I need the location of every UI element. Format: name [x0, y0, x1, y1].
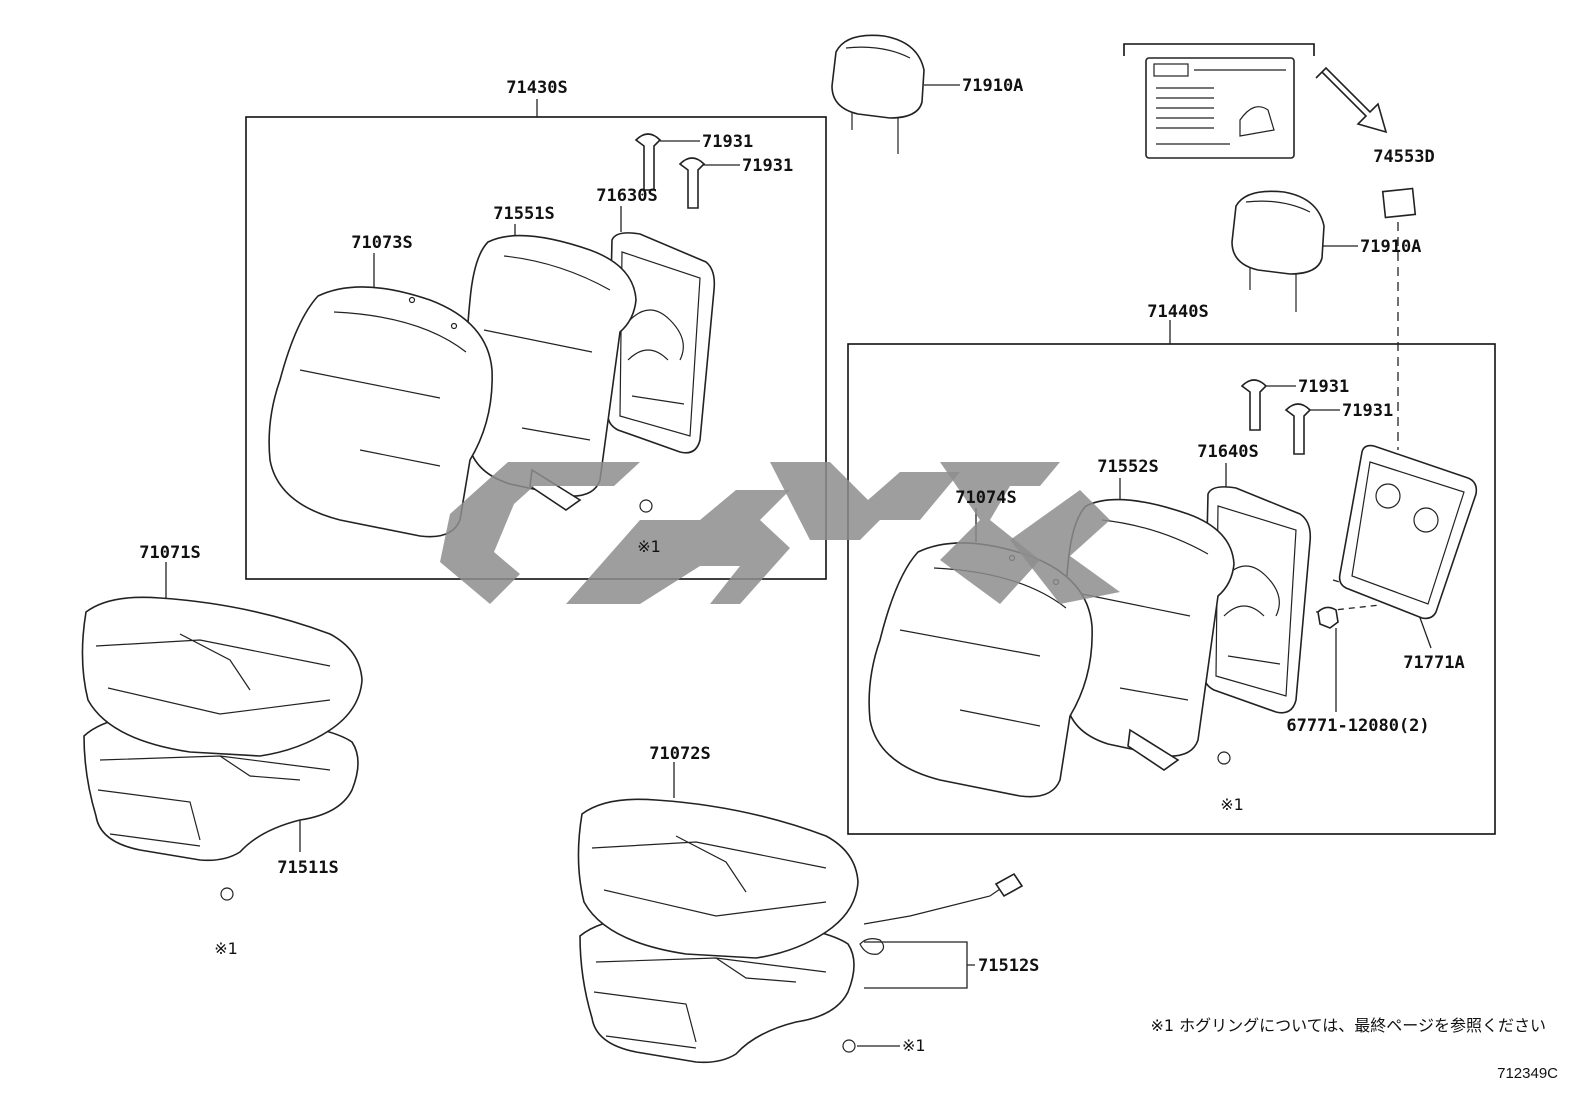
label-71931-4: 71931: [1342, 401, 1393, 421]
clip-part: [1317, 606, 1339, 629]
warning-label-part: [1145, 57, 1295, 159]
label-71640s: 71640S: [1197, 442, 1258, 462]
label-74553d: 74553D: [1373, 147, 1434, 167]
cover-front-part: [268, 286, 493, 538]
cover-rear-part: [868, 542, 1093, 798]
leader-lines: [165, 84, 1432, 1047]
label-71440s: 71440S: [1147, 302, 1208, 322]
label-sticker-part: [1381, 187, 1417, 219]
seat-heater-wire-part: [859, 872, 1024, 955]
footnote: ※1 ホグリングについては、最終ページを参照ください: [1150, 1016, 1546, 1035]
watermark-logo: [440, 462, 1120, 604]
label-71931-1: 71931: [702, 132, 753, 152]
label-71551s: 71551S: [493, 204, 554, 224]
label-71073s: 71073S: [351, 233, 412, 253]
cushion-cover-left-part: [81, 596, 363, 757]
marker-front-back: ※1: [637, 537, 661, 556]
figure-code: 712349C: [1497, 1065, 1558, 1082]
frame-front-part: [606, 232, 716, 454]
label-71910a-front: 71910A: [962, 76, 1023, 96]
back-pad-rear-part: [1062, 498, 1235, 771]
label-arrow-icon: [1315, 66, 1388, 134]
cushion-pad-left-part: [83, 713, 359, 862]
front-seatback-assembly-box: [245, 116, 827, 580]
label-71072s: 71072S: [649, 744, 710, 764]
label-71511s: 71511S: [277, 858, 338, 878]
hog-ring-icons: [220, 499, 1231, 1053]
label-71430s: 71430S: [506, 78, 567, 98]
headrest-rear-part: [1231, 190, 1325, 312]
frame-rear-part: [1202, 486, 1312, 714]
cushion-cover-right-part: [577, 798, 859, 959]
label-71771a: 71771A: [1403, 653, 1464, 673]
label-71074s: 71074S: [955, 488, 1016, 508]
label-67771-12080: 67771-12080(2): [1286, 716, 1429, 736]
label-71552s: 71552S: [1097, 457, 1158, 477]
label-71630s: 71630S: [596, 186, 657, 206]
pin-parts: [634, 133, 1312, 455]
label-71910a-rear: 71910A: [1360, 237, 1421, 257]
marker-right-back: ※1: [1220, 795, 1244, 814]
label-71931-3: 71931: [1298, 377, 1349, 397]
label-bracket: [1123, 43, 1315, 56]
rear-seatback-assembly-box: [847, 343, 1496, 835]
marker-left-cushion: ※1: [214, 939, 238, 958]
marker-right-cushion: ※1: [902, 1036, 926, 1055]
label-71071s: 71071S: [139, 543, 200, 563]
back-board-part: [1338, 444, 1478, 620]
label-71512s: 71512S: [978, 956, 1039, 976]
headrest-front-part: [831, 34, 925, 154]
label-71931-2: 71931: [742, 156, 793, 176]
